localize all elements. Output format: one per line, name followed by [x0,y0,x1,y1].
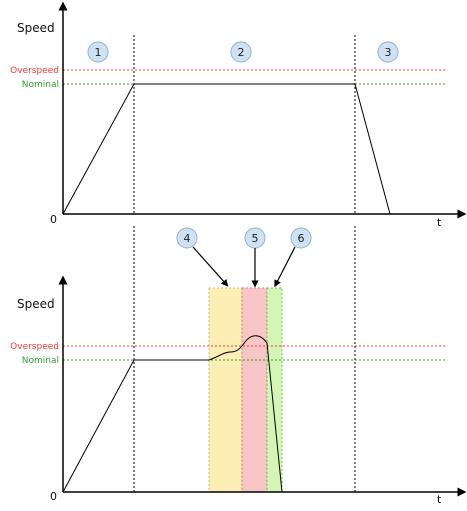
top-diagram: Speed t 0 Overspeed Nominal 1 2 3 [10,1,467,229]
zone-badge-4: 4 [176,227,198,249]
top-speed-curve [62,83,391,215]
zone-4-arrow [192,246,229,287]
phase-badge-3: 3 [377,41,399,63]
bottom-x-axis-label: t [437,493,442,506]
zone-badge-5-text: 5 [252,232,259,245]
zone-badge-6-text: 6 [298,232,305,245]
bottom-diagram: Speed t 0 Overspeed Nominal 4 5 6 [10,226,467,506]
phase-badge-1: 1 [87,41,109,63]
zone-badge-4-text: 4 [184,232,191,245]
bottom-origin-label: 0 [50,490,57,503]
top-y-axis-label: Speed [17,21,55,35]
phase-badge-2-text: 2 [238,46,245,59]
zone-6-band [266,287,283,493]
phase-badge-1-text: 1 [95,46,102,59]
top-overspeed-label: Overspeed [10,66,59,76]
zone-badge-5: 5 [244,227,266,249]
zone-4-band [208,287,243,493]
bottom-speed-curve [62,335,283,493]
zone-6-arrow [274,246,296,288]
phase-badge-2: 2 [230,41,252,63]
zone-badge-6: 6 [290,227,312,249]
bottom-nominal-label: Nominal [22,356,59,366]
bottom-overspeed-label: Overspeed [10,342,59,352]
top-x-axis-label: t [437,216,442,229]
top-nominal-label: Nominal [22,80,59,90]
top-origin-label: 0 [50,213,57,226]
bottom-y-axis-label: Speed [17,297,55,311]
zone-5-band [241,287,268,493]
phase-badge-3-text: 3 [385,46,392,59]
